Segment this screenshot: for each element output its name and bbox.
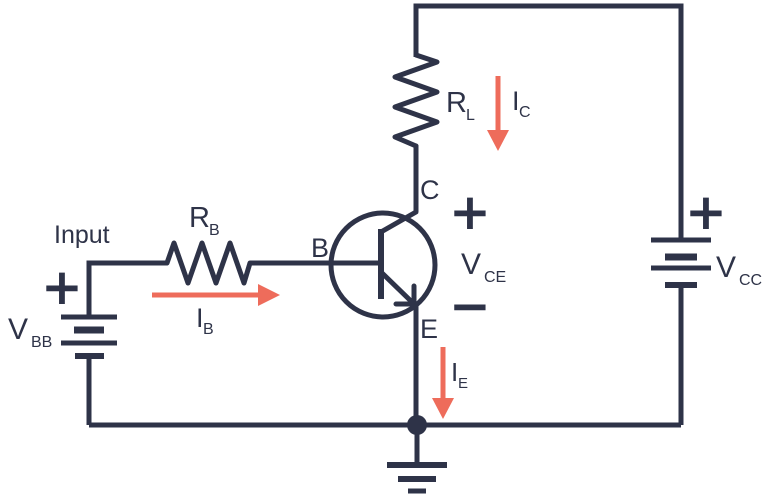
ie-label-subscript: E <box>458 375 468 392</box>
vbb-plus-sign: + <box>41 258 83 316</box>
ib-label: I <box>196 303 204 333</box>
vcc-plus-sign: + <box>685 183 727 241</box>
rb-label: R <box>189 202 210 234</box>
rb-label-subscript: B <box>209 222 220 239</box>
ie-label: I <box>451 357 458 387</box>
vbb-label-subscript: BB <box>31 334 52 351</box>
vbb-label: V <box>8 313 28 346</box>
input-label: Input <box>54 221 110 249</box>
top-rail-wire <box>413 3 684 240</box>
rl-label: R <box>446 87 467 119</box>
rl-label-subscript: L <box>466 107 475 124</box>
terminal-c-label: C <box>420 175 440 205</box>
terminal-e-label: E <box>420 314 438 344</box>
ic-current-arrow-head <box>487 130 509 151</box>
collector-wire <box>378 143 419 235</box>
terminal-b-label: B <box>311 233 329 263</box>
base-resistor-symbol <box>164 240 253 286</box>
ib-current-arrow-head <box>258 284 280 306</box>
ic-label: I <box>512 86 520 116</box>
vce-label: V <box>461 248 481 281</box>
vcc-label: V <box>716 251 736 284</box>
transistor-emitter-line <box>378 269 417 307</box>
ic-label-subscript: C <box>519 104 531 121</box>
vce-minus-sign: − <box>449 277 491 335</box>
load-resistor-symbol <box>392 52 440 149</box>
ie-current-arrow-head <box>432 398 454 419</box>
vce-label-subscript: CE <box>484 269 506 286</box>
input-wire <box>86 260 167 317</box>
ib-label-subscript: B <box>203 321 214 338</box>
vce-plus-sign: + <box>449 183 491 241</box>
vcc-label-subscript: CC <box>739 272 762 289</box>
